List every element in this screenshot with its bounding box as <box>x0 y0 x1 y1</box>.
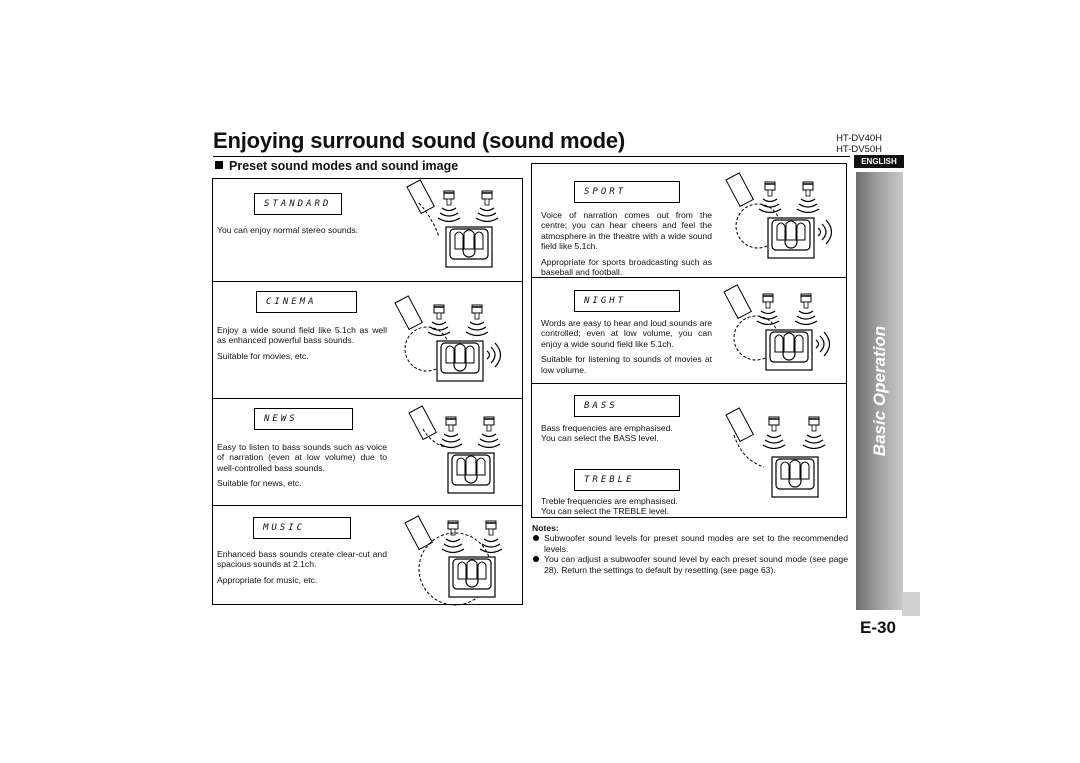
language-badge: ENGLISH <box>854 155 904 168</box>
note-item: You can adjust a subwoofer sound level b… <box>532 554 848 575</box>
mode-cell-night: NIGHT Words are easy to hear and loud so… <box>532 277 846 384</box>
bullet-dot-icon <box>533 535 539 542</box>
mode-description-standard: You can enjoy normal stereo sounds. <box>217 225 395 235</box>
section-heading-text: Preset sound modes and sound image <box>229 159 459 173</box>
speaker-layout-diagram <box>720 405 838 505</box>
speaker-layout-diagram <box>718 280 836 380</box>
mode-display-night: NIGHT <box>574 290 680 312</box>
mode-text: Treble frequencies are emphasised. <box>541 496 678 506</box>
note-text: Subwoofer sound levels for preset sound … <box>544 533 848 554</box>
notes-section: Notes: Subwoofer sound levels for preset… <box>532 523 848 575</box>
mode-cell-standard: STANDARD You can enjoy normal stereo sou… <box>213 179 522 282</box>
mode-display-standard: STANDARD <box>254 193 342 215</box>
title-divider <box>213 156 850 157</box>
mode-description-music: Enhanced bass sounds create clear-cut an… <box>217 549 387 585</box>
mode-display-music: MUSIC <box>253 517 351 539</box>
mode-description-news: Easy to listen to bass sounds such as vo… <box>217 442 387 489</box>
mode-cell-cinema: CINEMA Enjoy a wide sound field like 5.1… <box>213 281 522 399</box>
section-heading: Preset sound modes and sound image <box>215 159 458 173</box>
speaker-layout-diagram <box>399 509 517 609</box>
mode-text: Suitable for listening to sounds of movi… <box>541 354 712 375</box>
mode-text: Bass frequencies are emphasised. <box>541 423 673 433</box>
mode-description-cinema: Enjoy a wide sound field like 5.1ch as w… <box>217 325 387 361</box>
chapter-label: Basic Operation <box>856 172 903 610</box>
mode-text: Enjoy a wide sound field like 5.1ch as w… <box>217 325 387 346</box>
note-text: You can adjust a subwoofer sound level b… <box>544 554 848 575</box>
mode-display-bass: BASS <box>574 395 680 417</box>
bullet-dot-icon <box>533 556 539 563</box>
mode-description-sport: Voice of narration comes out from the ce… <box>541 210 712 277</box>
mode-display-treble: TREBLE <box>574 469 680 491</box>
mode-text: Appropriate for music, etc. <box>217 574 318 585</box>
mode-text: Voice of narration comes out from the ce… <box>541 210 712 252</box>
left-modes-panel: STANDARD You can enjoy normal stereo sou… <box>212 178 523 605</box>
mode-display-sport: SPORT <box>574 181 680 203</box>
square-bullet-icon <box>215 161 223 169</box>
notes-heading: Notes: <box>532 523 559 533</box>
speaker-layout-diagram <box>720 168 838 268</box>
chapter-tab <box>856 172 903 610</box>
note-item: Subwoofer sound levels for preset sound … <box>532 533 848 554</box>
chapter-label-text: Basic Operation <box>869 325 889 457</box>
mode-text: Easy to listen to bass sounds such as vo… <box>217 442 387 473</box>
mode-text: You can select the BASS level. <box>541 433 659 444</box>
mode-description-night: Words are easy to hear and loud sounds a… <box>541 318 712 375</box>
mode-display-news: NEWS <box>254 408 353 430</box>
mode-text: Appropriate for sports broadcasting such… <box>541 256 712 278</box>
right-modes-panel: SPORT Voice of narration comes out from … <box>531 163 847 518</box>
mode-text: Words are easy to hear and loud sounds a… <box>541 318 712 349</box>
page-number: E-30 <box>860 618 896 637</box>
mode-text: Suitable for news, etc. <box>217 478 302 489</box>
model-name-1: HT-DV40H <box>836 133 882 144</box>
model-name-2: HT-DV50H <box>836 144 882 155</box>
mode-cell-news: NEWS Easy to listen to bass sounds such … <box>213 398 522 506</box>
mode-description-treble: Treble frequencies are emphasised. You c… <box>541 496 721 517</box>
mode-text: You can enjoy normal stereo sounds. <box>217 225 359 235</box>
mode-description-bass: Bass frequencies are emphasised. You can… <box>541 423 712 444</box>
thumb-marker <box>902 592 920 616</box>
mode-display-cinema: CINEMA <box>256 291 357 313</box>
mode-text: Enhanced bass sounds create clear-cut an… <box>217 549 387 570</box>
mode-text: You can select the TREBLE level. <box>541 506 670 517</box>
speaker-layout-diagram <box>399 177 517 277</box>
mode-cell-bass-treble: BASS Bass frequencies are emphasised. Yo… <box>532 383 846 519</box>
page-title: Enjoying surround sound (sound mode) <box>213 128 625 153</box>
mode-cell-sport: SPORT Voice of narration comes out from … <box>532 164 846 278</box>
speaker-layout-diagram <box>401 403 519 503</box>
mode-cell-music: MUSIC Enhanced bass sounds create clear-… <box>213 505 522 606</box>
speaker-layout-diagram <box>389 291 507 391</box>
mode-text: Suitable for movies, etc. <box>217 350 309 361</box>
